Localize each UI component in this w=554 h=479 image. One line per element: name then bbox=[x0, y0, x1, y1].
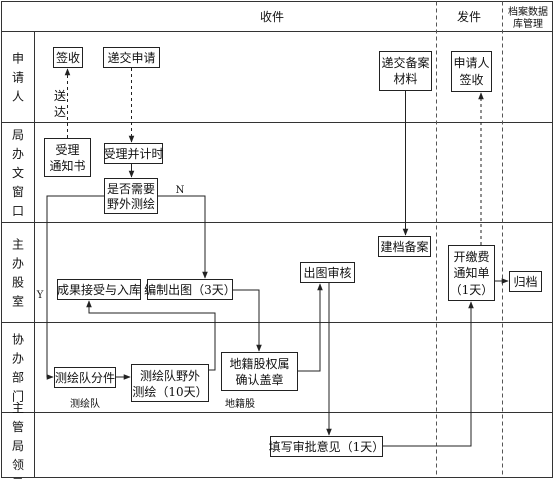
label-deliver-1: 送 bbox=[54, 88, 66, 103]
box-review: 出图审核 bbox=[300, 262, 355, 283]
box-accept-timing-text: 受理并计时 bbox=[103, 147, 163, 161]
lane-label-leader: 主管局领导 bbox=[12, 401, 24, 479]
box-assign-team: 测绘队分件 bbox=[54, 367, 116, 388]
label-no: N bbox=[176, 185, 185, 196]
box-submit-application-text: 递交申请 bbox=[107, 50, 155, 65]
column-header-receive: 收件 bbox=[260, 10, 284, 24]
box-sign-receive-text: 签收 bbox=[56, 50, 80, 65]
box-assign-team-text: 测绘队分件 bbox=[55, 370, 115, 385]
box-fee-notice-line2: 通知单 bbox=[453, 266, 489, 280]
column-header-archive-line1: 档案数据 bbox=[508, 5, 548, 18]
box-accept-notice-line2: 通知书 bbox=[49, 159, 85, 173]
box-submit-application: 递交申请 bbox=[103, 47, 160, 68]
box-review-text: 出图审核 bbox=[303, 265, 351, 280]
lane-label-assist-dept: 协办部门 bbox=[12, 332, 24, 404]
box-make-map-text: 编制出图（3天） bbox=[144, 282, 236, 297]
box-field-survey-line2: 测绘（10天） bbox=[132, 384, 207, 399]
box-file-text: 归档 bbox=[513, 275, 537, 289]
box-fee-notice-line3: （1天） bbox=[450, 283, 494, 297]
box-accept-timing: 受理并计时 bbox=[103, 143, 164, 164]
label-survey-team: 测绘队 bbox=[70, 397, 100, 410]
box-confirm-seal: 地籍股权属 确认盖章 bbox=[221, 352, 298, 391]
box-applicant-sign: 申请人 签收 bbox=[451, 51, 492, 92]
box-confirm-seal-line2: 确认盖章 bbox=[235, 372, 283, 387]
box-fee-notice: 开缴费 通知单 （1天） bbox=[448, 245, 495, 301]
lane-label-applicant: 申请人 bbox=[12, 52, 24, 104]
label-yes: Y bbox=[36, 290, 44, 301]
lane-label-main-office: 主办股室 bbox=[12, 238, 24, 309]
label-deliver-2: 达 bbox=[54, 105, 66, 119]
box-applicant-sign-line1: 申请人 bbox=[453, 56, 489, 70]
box-need-survey: 是否需要 野外测绘 bbox=[104, 178, 158, 214]
box-archive-record-text: 建档备案 bbox=[380, 239, 428, 254]
box-file: 归档 bbox=[509, 271, 542, 292]
box-accept-notice-line1: 受理 bbox=[55, 143, 79, 157]
box-submit-record-materials-line2: 材料 bbox=[393, 72, 417, 86]
connectors bbox=[46, 68, 509, 447]
box-archive-record: 建档备案 bbox=[378, 236, 431, 257]
box-confirm-seal-line1: 地籍股权属 bbox=[229, 356, 289, 371]
box-need-survey-line2: 野外测绘 bbox=[107, 196, 155, 211]
box-need-survey-line1: 是否需要 bbox=[107, 182, 155, 196]
box-fee-notice-line1: 开缴费 bbox=[453, 249, 489, 264]
box-submit-record-materials-line1: 递交备案 bbox=[381, 55, 429, 70]
column-header-send: 发件 bbox=[457, 9, 481, 24]
box-submit-record-materials: 递交备案 材料 bbox=[379, 51, 432, 91]
box-accept-results-text: 成果接受与入库 bbox=[57, 282, 141, 297]
box-sign-receive: 签收 bbox=[53, 47, 83, 68]
label-cadastral: 地籍股 bbox=[225, 397, 255, 410]
column-header-archive-line2: 库管理 bbox=[513, 17, 543, 30]
box-approval: 填写审批意见（1天） bbox=[269, 436, 385, 457]
box-field-survey-line1: 测绘队野外 bbox=[140, 368, 200, 383]
box-applicant-sign-line2: 签收 bbox=[459, 72, 483, 87]
box-field-survey: 测绘队野外 测绘（10天） bbox=[131, 364, 209, 402]
box-approval-text: 填写审批意见（1天） bbox=[269, 439, 385, 454]
box-accept-results: 成果接受与入库 bbox=[57, 279, 141, 300]
box-make-map: 编制出图（3天） bbox=[144, 279, 236, 300]
box-accept-notice: 受理 通知书 bbox=[44, 138, 91, 177]
lane-label-window: 局办文窗口 bbox=[12, 128, 24, 218]
